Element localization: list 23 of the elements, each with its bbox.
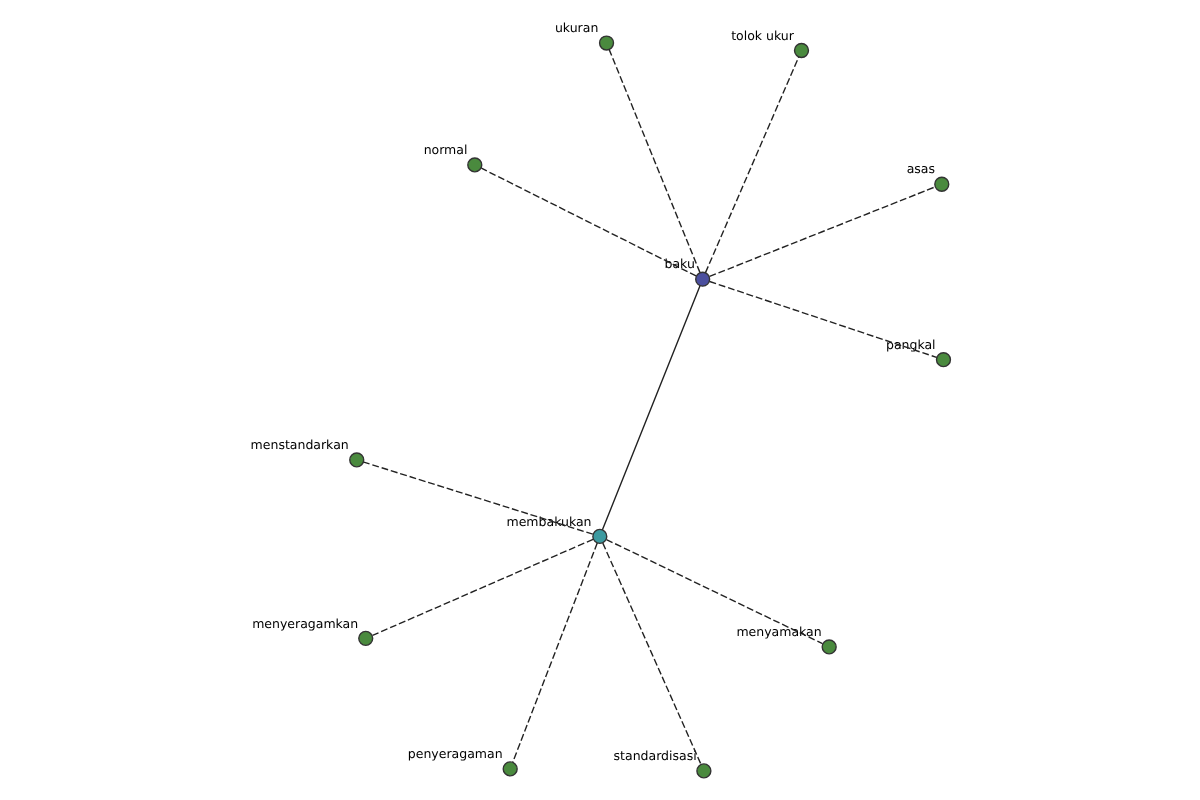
node-circle — [358, 630, 374, 646]
connector — [704, 56, 800, 274]
node-circle — [598, 35, 615, 51]
connector — [480, 167, 697, 277]
connector — [602, 542, 702, 765]
node-circle — [935, 352, 952, 368]
node-circle — [592, 528, 608, 545]
node-circle — [696, 763, 712, 779]
node-circle — [821, 639, 837, 655]
node-circle — [695, 271, 711, 287]
node-circle — [502, 761, 518, 777]
connector — [363, 461, 594, 535]
node-circle — [934, 176, 950, 192]
connector — [601, 285, 701, 531]
node-circle — [467, 157, 483, 173]
connector — [708, 186, 936, 278]
node-circle — [793, 42, 810, 59]
connector — [371, 538, 594, 637]
connector — [608, 49, 701, 274]
connector — [708, 280, 938, 359]
connector — [605, 538, 824, 645]
connector — [512, 542, 598, 763]
node-circle — [349, 452, 365, 468]
